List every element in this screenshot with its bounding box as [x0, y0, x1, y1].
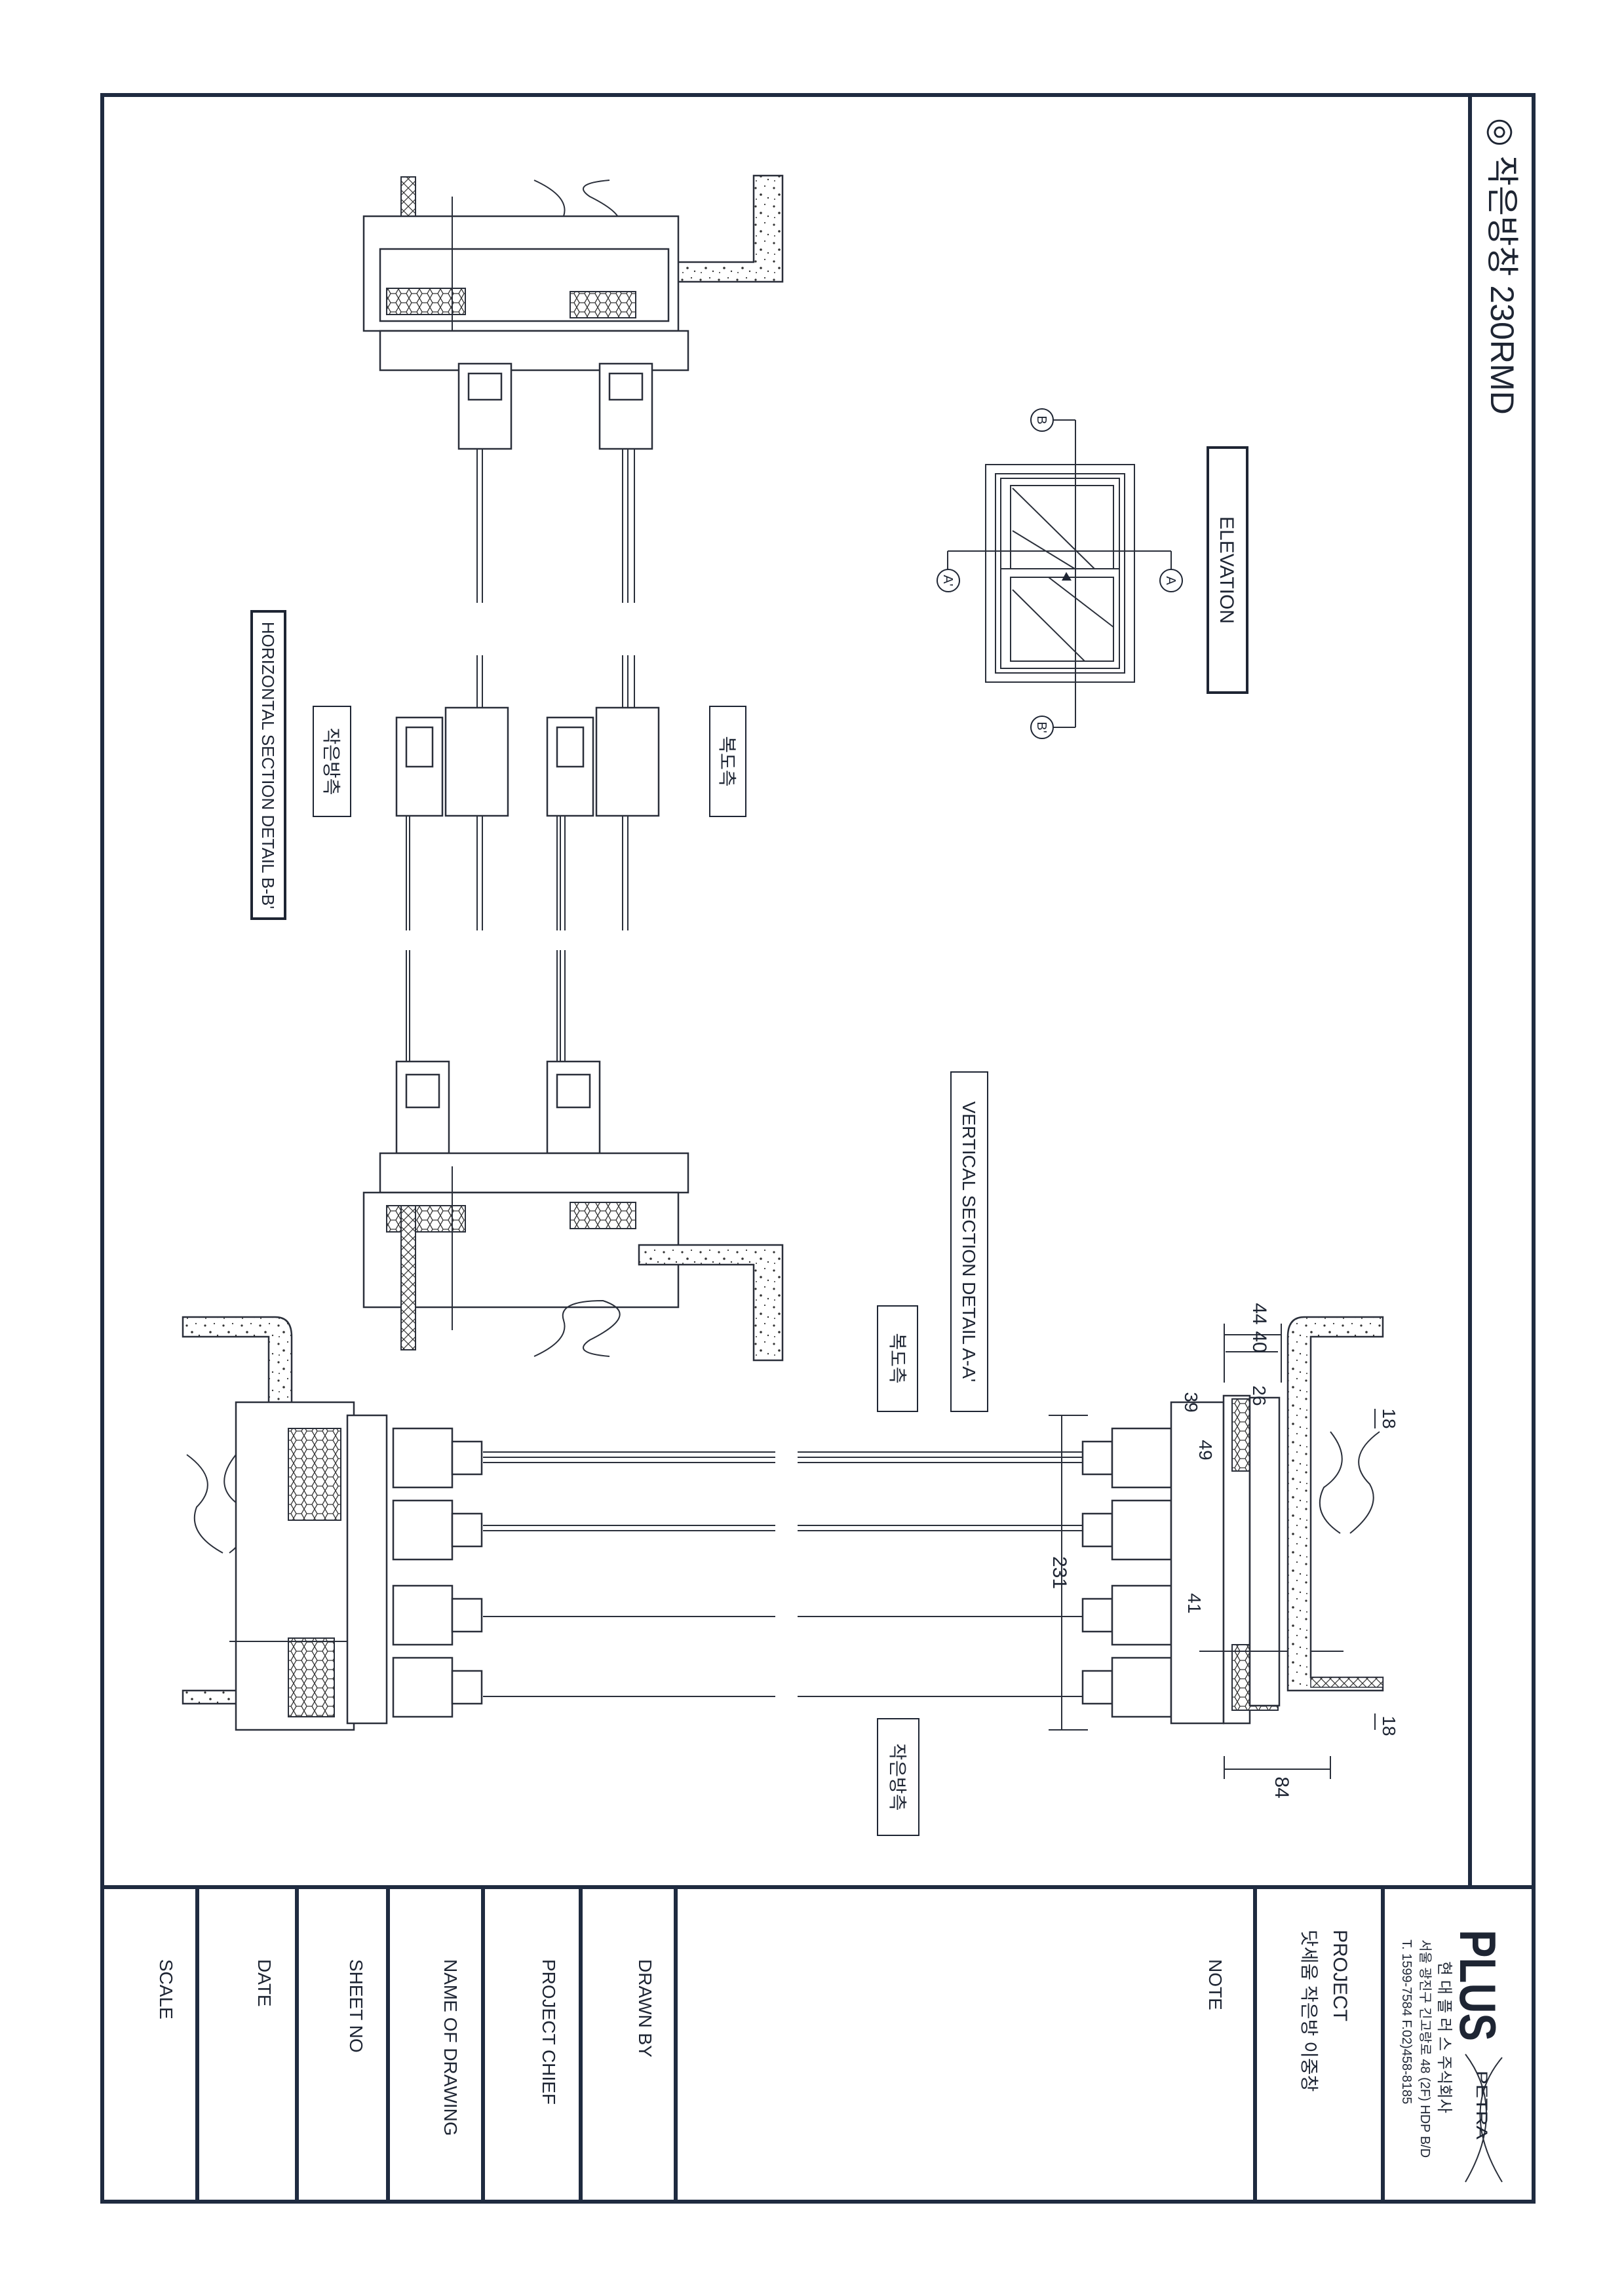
corridor-side-label-box-v [877, 1305, 918, 1412]
project-label: PROJECT [1329, 1930, 1351, 2021]
drawn-by-label: DRAWN BY [635, 1959, 655, 2057]
scale-label: SCALE [156, 1959, 176, 2019]
vertical-section-label-box [950, 1071, 988, 1412]
company-contact: T. 1599-7584 F.02)458-8185 [1399, 1940, 1414, 2104]
horizontal-section-label: HORIZONTAL SECTION DETAIL B-B' [258, 622, 278, 909]
svg-text:B: B [1034, 415, 1049, 424]
company-address: 서울 광진구 긴고랑로 48 (2F) HDP B/D [1418, 1940, 1433, 2158]
head-sash-profiles [1081, 1427, 1172, 1718]
room-side-label-box-v [877, 1718, 919, 1836]
company-logo-block: PLUS PETRA 현 대 플 러 스 주식회사 서울 광진구 긴고랑로 48… [1399, 1930, 1507, 2183]
sheet-title: ◎ 작은방창 230RMD [1484, 118, 1520, 415]
elevation-label: ELEVATION [1216, 516, 1237, 624]
section-marker-b: B [1030, 408, 1054, 432]
room-side-label-box [313, 706, 351, 817]
room-side-label: 작은방측 [321, 727, 341, 795]
petra-fish-logo: PETRA [1465, 2054, 1503, 2183]
section-marker-b-prime: B' [1030, 716, 1054, 739]
vertical-section-view: VERTICAL SECTION DETAIL A-A' 복도측 작은방측 [182, 1071, 1399, 1836]
sheet-no-label: SHEET NO [346, 1959, 366, 2053]
svg-text:PETRA: PETRA [1473, 2071, 1490, 2139]
svg-text:B': B' [1034, 721, 1049, 733]
project-chief-label: PROJECT CHIEF [539, 1959, 559, 2105]
glass-lines-upper [476, 449, 635, 603]
section-marker-a: A [1159, 569, 1183, 592]
corridor-side-label-v: 복도측 [887, 1333, 908, 1383]
dimension-labels: 44 40 18 18 26 39 49 41 231 84 [1049, 1303, 1399, 1798]
title-block: SCALE DATE SHEET NO NAME OF DRAWING PROJ… [156, 1887, 1385, 2202]
horizontal-section-view: HORIZONTAL SECTION DETAIL B-B' 복도측 작은방측 [250, 174, 784, 1362]
svg-text:A': A' [940, 575, 955, 586]
plus-logo: PLUS [1449, 1930, 1507, 2041]
date-label: DATE [254, 1959, 275, 2007]
meeting-stiles [395, 706, 660, 817]
svg-text:84: 84 [1271, 1776, 1292, 1798]
svg-text:18: 18 [1379, 1715, 1399, 1736]
section-marker-a-prime: A' [937, 569, 960, 592]
company-name: 현 대 플 러 스 주식회사 [1435, 1961, 1453, 2113]
svg-text:44: 44 [1248, 1303, 1270, 1324]
head-wall [1286, 1316, 1384, 1692]
svg-text:26: 26 [1249, 1385, 1269, 1406]
svg-text:18: 18 [1379, 1408, 1399, 1428]
corridor-side-label: 복도측 [717, 736, 737, 786]
top-sash-profiles [457, 362, 653, 450]
project-value: 닷세움 작은방 이중창 [1299, 1930, 1319, 2092]
head-frame [1170, 1401, 1225, 1725]
elevation-view: ELEVATION B B' A' A [937, 408, 1248, 739]
svg-text:40: 40 [1248, 1331, 1270, 1352]
lock-icon [1062, 572, 1072, 581]
horizontal-section-label-box [250, 610, 286, 920]
svg-text:231: 231 [1049, 1556, 1070, 1589]
sheet-border [100, 93, 1536, 2204]
elevation-label-box [1207, 446, 1248, 694]
wall-bottom [638, 1244, 784, 1362]
note-label: NOTE [1205, 1959, 1226, 2010]
sill-sash-profiles [392, 1427, 483, 1718]
svg-text:39: 39 [1181, 1392, 1201, 1412]
svg-text:49: 49 [1195, 1440, 1216, 1460]
glass-lines-left [483, 1451, 775, 1697]
upper-sash-glass [1010, 485, 1114, 569]
vertical-section-label: VERTICAL SECTION DETAIL A-A' [959, 1101, 979, 1383]
lower-sash-glass [1010, 577, 1114, 662]
window-outer-frame [985, 464, 1135, 683]
svg-text:A: A [1163, 576, 1178, 585]
bottom-sash [395, 1060, 601, 1155]
glass-lines-right [798, 1451, 1083, 1697]
corridor-side-label-box [709, 706, 746, 817]
room-side-label-v: 작은방측 [887, 1743, 908, 1810]
svg-text:41: 41 [1184, 1593, 1205, 1613]
name-of-drawing-label: NAME OF DRAWING [440, 1959, 461, 2136]
